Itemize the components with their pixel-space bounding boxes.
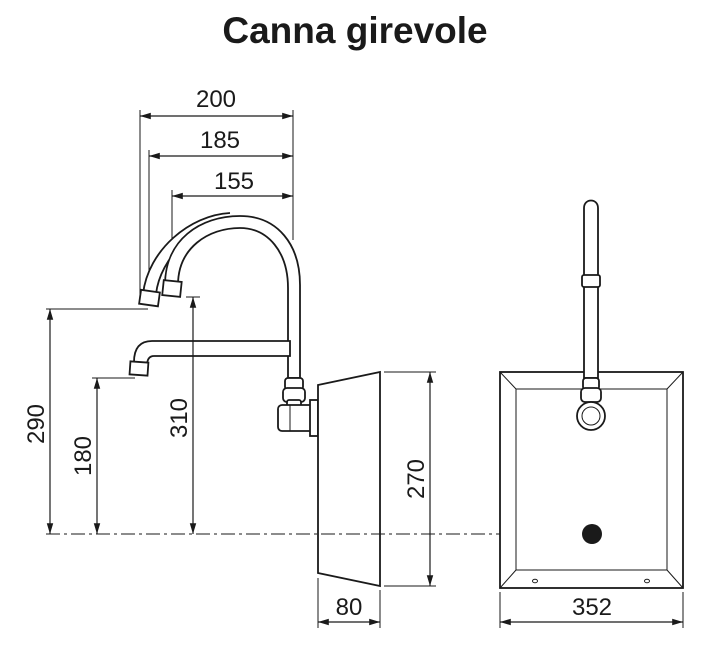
diagram-title: Canna girevole [222,10,488,51]
housing-side-view [317,370,381,588]
dimension-310-label: 310 [166,398,193,438]
dimension-352-label: 352 [572,594,612,621]
dimension-290-label: 290 [23,404,50,444]
dimension-310: 310 [166,296,200,534]
dimension-185: 185 [148,127,293,280]
dimension-80: 80 [317,578,381,628]
dimension-180: 180 [70,377,135,534]
dimension-80-label: 80 [336,594,363,621]
dimension-200-label: 200 [196,86,236,113]
dimension-185-label: 185 [200,127,240,154]
sensor-icon [582,524,602,544]
swivel-joint [277,377,319,437]
dimension-270-label: 270 [403,459,430,499]
dimension-352: 352 [499,592,684,628]
dimension-180-label: 180 [70,436,97,476]
dimension-155-label: 155 [214,168,254,195]
spout-front-view [576,199,606,431]
dimension-200: 200 [139,86,294,300]
dimension-270: 270 [384,371,436,587]
dimension-290: 290 [23,308,148,534]
spout-position-low [128,340,291,377]
